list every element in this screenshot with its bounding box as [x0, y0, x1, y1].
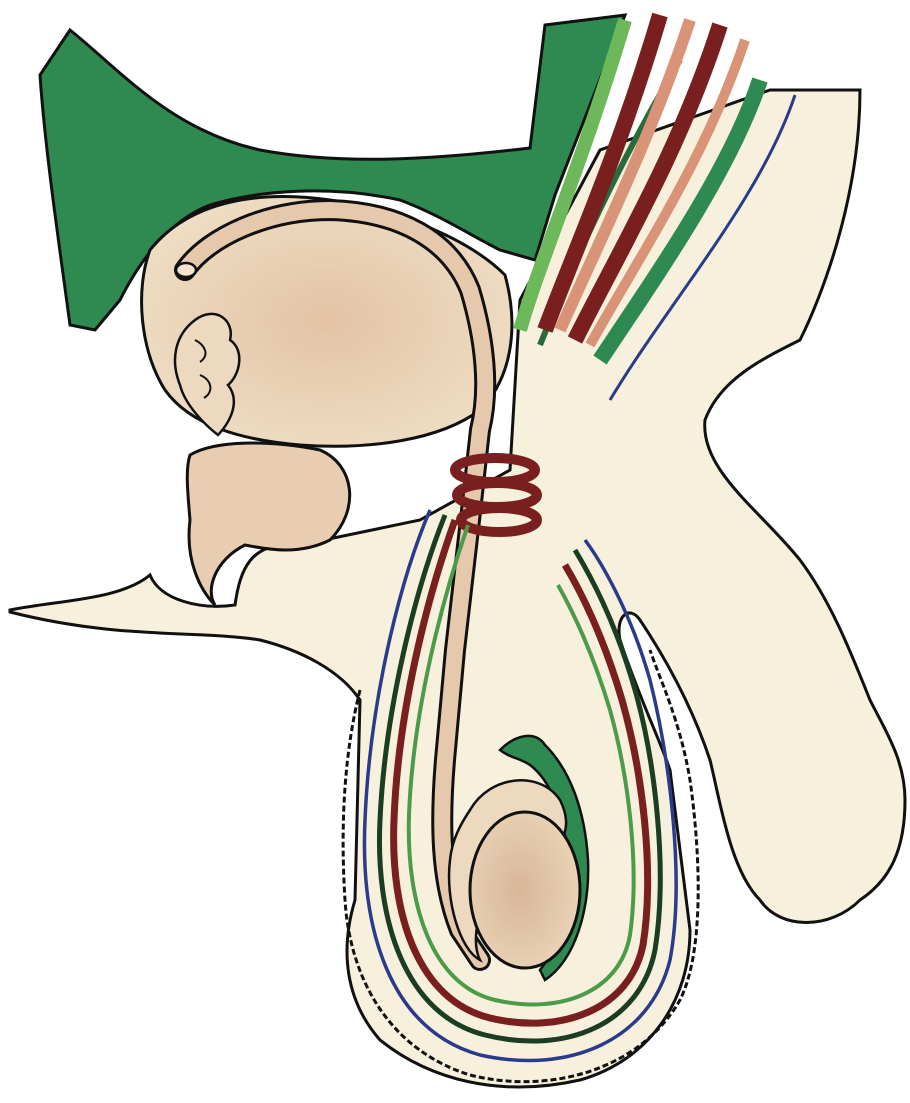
vas-deferens-cut-end [176, 263, 196, 277]
testis [470, 812, 580, 968]
seminal-vesicle [175, 314, 239, 435]
